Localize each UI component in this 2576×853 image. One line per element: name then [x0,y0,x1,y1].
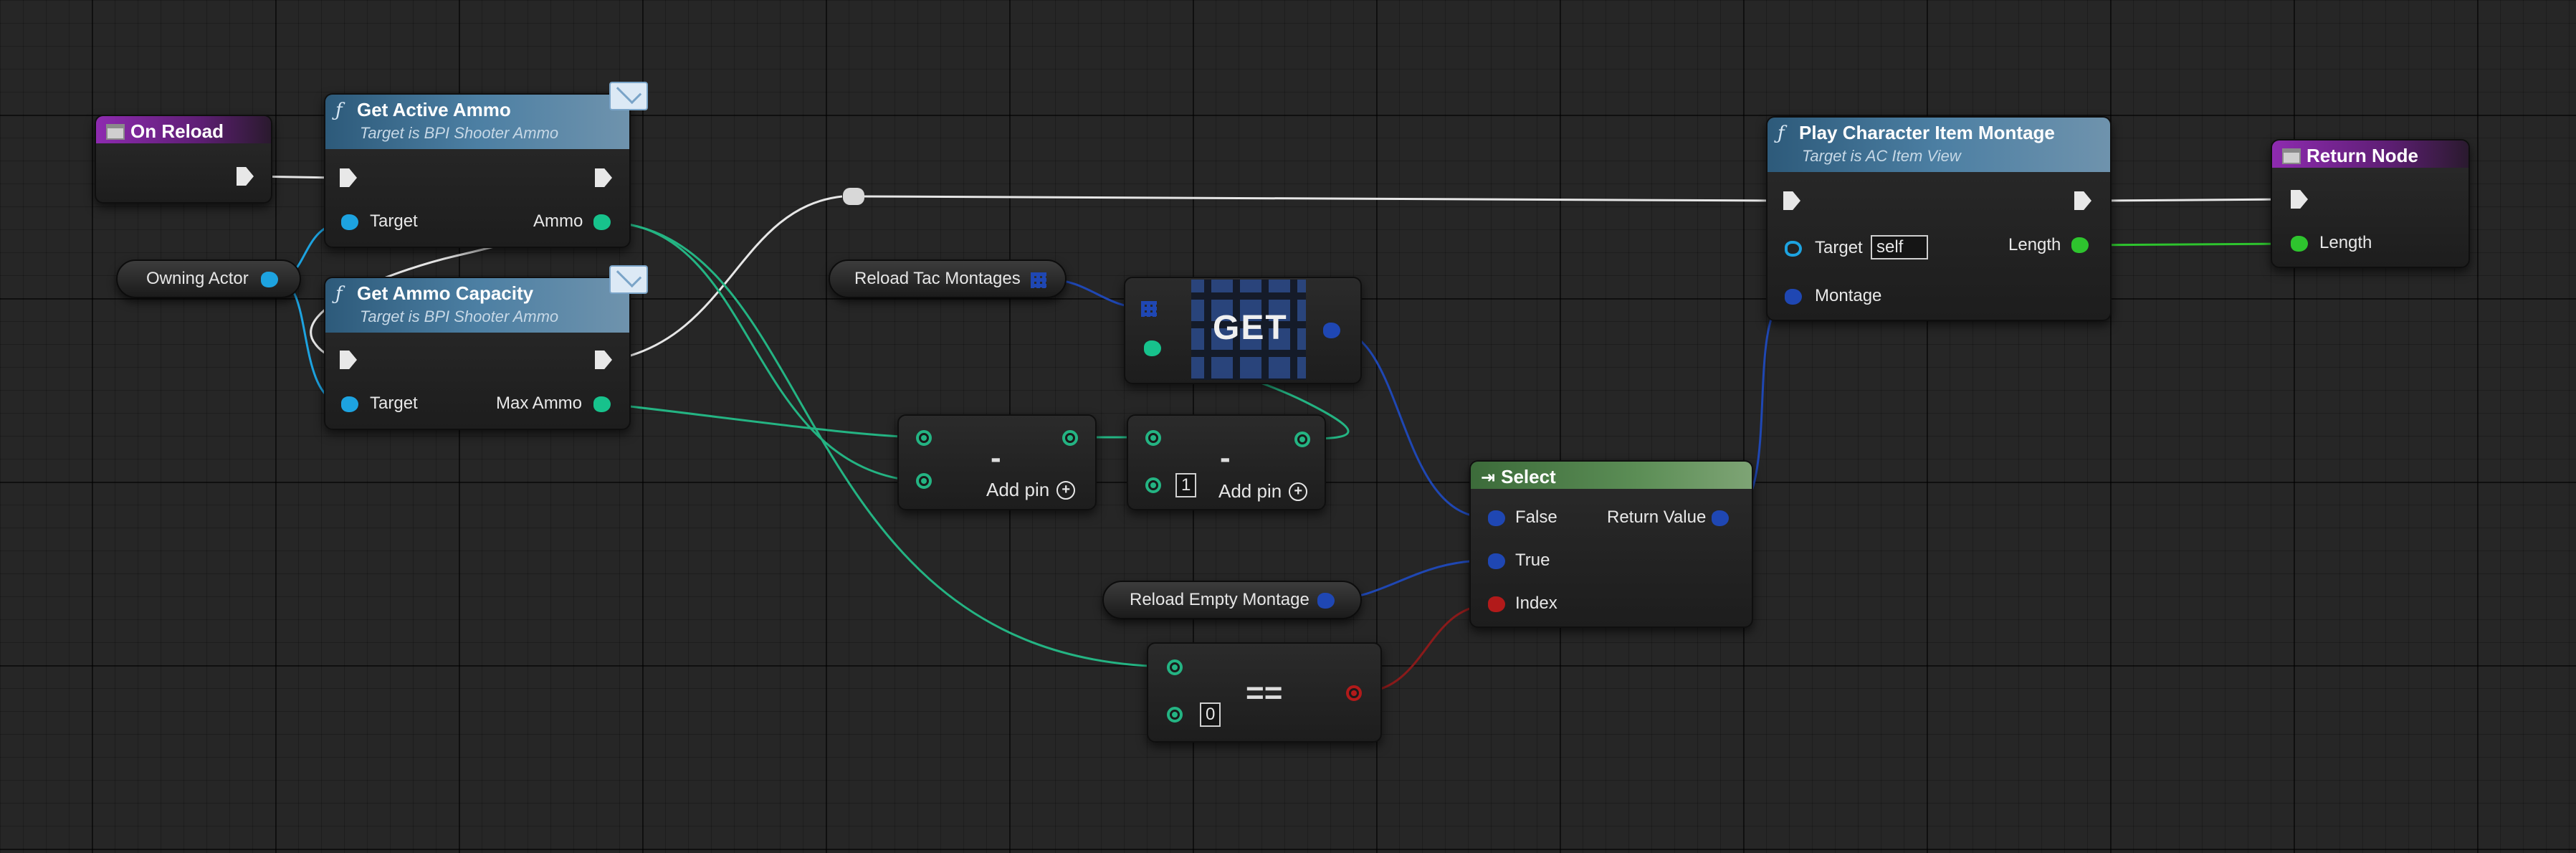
get-active-ammo-node[interactable]: ƒ Get Active Ammo Target is BPI Shooter A… [324,93,631,248]
plus-icon: + [1056,480,1076,500]
array-grid-icon[interactable] [1031,272,1046,288]
equals-operator: == [1246,675,1283,710]
array-get-background [1191,280,1306,380]
owning-actor-label: Owning Actor [146,269,249,288]
subtract-1-operator: - [991,440,1001,475]
subtract-2-operator: - [1220,440,1231,475]
equals-pin-a[interactable] [1167,659,1183,675]
int-wire-ammo-eq [610,221,1176,668]
select-index-pin[interactable] [1488,596,1505,612]
return-node-title: Return Node [2307,145,2418,166]
owning-actor-out-pin[interactable] [261,272,278,287]
get-ammo-capacity-header: ƒ Get Ammo Capacity Target is BPI Shooter… [325,278,629,333]
subtract-2-pin-a[interactable] [1145,430,1161,446]
get-ammo-capacity-subtitle: Target is BPI Shooter Ammo [360,308,559,325]
function-icon: ƒ [335,99,343,121]
select-return-value-label: Return Value [1607,507,1707,527]
get-active-ammo-target-label: Target [370,211,418,231]
float-wire-length [2086,242,2291,247]
play-montage-montage-pin[interactable] [1785,289,1802,305]
function-icon: ƒ [335,282,343,305]
select-node[interactable]: ⇥Select [1469,460,1753,628]
equals-value-field[interactable]: 0 [1200,702,1221,727]
play-montage-length-pin[interactable] [2071,237,2089,253]
select-return-value-pin[interactable] [1712,510,1729,526]
get-ammo-capacity-max-ammo-pin[interactable] [593,396,611,412]
play-montage-target-pin[interactable] [1785,241,1802,257]
subtract-1-add-pin-label: Add pin [986,479,1050,500]
function-icon: ƒ [1778,122,1785,144]
get-ammo-capacity-target-label: Target [370,394,418,413]
play-montage-title: Play Character Item Montage [1799,122,2055,143]
plus-icon: + [1289,482,1308,501]
exec-reroute-knot[interactable] [843,188,864,205]
int-wire-max-sub1a [610,403,925,439]
on-reload-header: On Reload [96,116,271,143]
select-true-pin[interactable] [1488,553,1505,569]
select-true-label: True [1515,551,1550,570]
select-header: ⇥Select [1471,462,1752,489]
return-node-icon [2282,148,2301,164]
get-ammo-capacity-target-pin[interactable] [341,396,358,412]
bool-wire-eq-index [1363,604,1487,694]
return-node-length-pin[interactable] [2291,236,2308,252]
reload-empty-montage-label: Reload Empty Montage [1130,590,1310,609]
get-active-ammo-title: Get Active Ammo [357,99,511,120]
select-index-label: Index [1515,594,1557,613]
array-get-label: GET [1213,309,1288,347]
array-in-pin[interactable] [1141,301,1157,317]
select-node-icon: ⇥ [1481,467,1496,487]
interface-message-icon [609,262,648,294]
equals-node[interactable] [1147,642,1382,743]
subtract-2-add-pin-label: Add pin [1218,480,1282,502]
get-ammo-capacity-node[interactable]: ƒ Get Ammo Capacity Target is BPI Shooter… [324,277,631,430]
reload-empty-montage-out-pin[interactable] [1317,593,1335,609]
equals-out-pin[interactable] [1346,685,1362,701]
interface-message-icon [609,78,648,110]
equals-pin-b[interactable] [1167,707,1183,723]
on-reload-node[interactable]: On Reload [95,115,272,204]
play-montage-montage-label: Montage [1815,286,1882,305]
subtract-1-pin-a[interactable] [916,430,932,446]
array-get-index-pin[interactable] [1144,340,1161,356]
select-false-pin[interactable] [1488,510,1505,526]
array-get-out-pin[interactable] [1323,323,1340,338]
get-ammo-capacity-title: Get Ammo Capacity [357,282,534,304]
return-node-length-label: Length [2319,233,2372,252]
return-node-header: Return Node [2272,140,2468,168]
int-wire-ammo-sub1b [610,221,925,483]
play-montage-subtitle: Target is AC Item View [1802,147,1961,165]
get-ammo-capacity-max-ammo-label: Max Ammo [496,394,583,413]
subtract-1-pin-b[interactable] [916,473,932,489]
reload-tac-montages-node[interactable] [829,259,1067,298]
play-montage-header: ƒ Play Character Item Montage Target is A… [1768,118,2110,172]
subtract-2-out-pin[interactable] [1294,432,1310,447]
select-false-label: False [1515,507,1557,527]
subtract-2-add-pin-button[interactable]: Add pin + [1218,480,1308,502]
subtract-1-out-pin[interactable] [1062,430,1078,446]
select-title: Select [1501,466,1556,487]
get-active-ammo-subtitle: Target is BPI Shooter Ammo [360,124,559,142]
event-node-icon [106,123,125,140]
get-active-ammo-ammo-pin[interactable] [593,214,611,230]
get-active-ammo-target-pin[interactable] [341,214,358,230]
play-character-item-montage-node[interactable]: ƒ Play Character Item Montage Target is A… [1766,116,2112,321]
reload-tac-montages-label: Reload Tac Montages [854,269,1021,288]
play-montage-length-label: Length [2008,235,2061,254]
get-active-ammo-ammo-label: Ammo [533,211,583,231]
subtract-2-value-field[interactable]: 1 [1175,473,1197,497]
get-active-ammo-header: ƒ Get Active Ammo Target is BPI Shooter A… [325,95,629,149]
exec-wire-getcapacity-reroute [613,195,843,361]
on-reload-title: On Reload [130,120,224,142]
subtract-1-add-pin-button[interactable]: Add pin + [986,479,1076,501]
subtract-2-pin-b[interactable] [1145,477,1161,493]
play-montage-target-label: Target [1815,238,1863,257]
exec-wire-reroute-play [863,195,1783,202]
exec-wire-play-return [2098,198,2291,202]
play-montage-target-field[interactable]: self [1871,235,1928,259]
